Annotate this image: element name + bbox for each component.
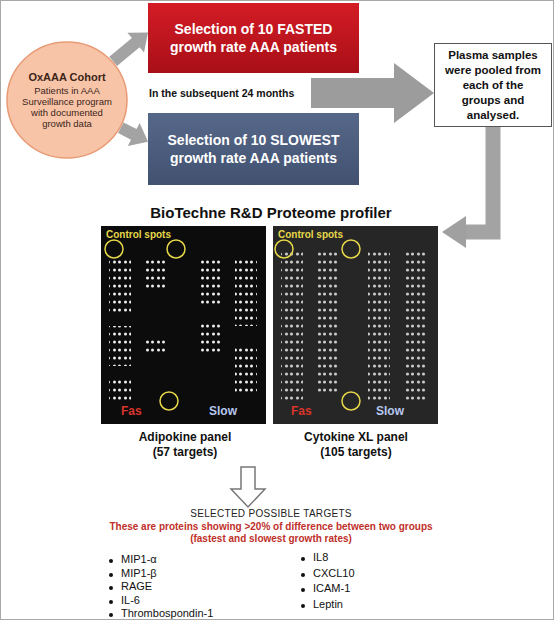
target-item: MIP1-α [107, 553, 157, 565]
array-panel: Control spotsFas SlowCytokine XL panel (1… [273, 226, 438, 476]
target-item: Leptin [299, 598, 343, 610]
target-item: IL-6 [107, 594, 140, 606]
cohort-circle: OxAAA CohortPatients in AAA Surveillance… [6, 41, 128, 159]
circle-shape [7, 42, 127, 158]
bent-arrow-shaft [466, 127, 493, 232]
spot-column [368, 251, 390, 401]
control-circle [275, 240, 293, 258]
array-background [273, 226, 438, 424]
node-text: Control spots [278, 229, 343, 240]
array-image [273, 226, 438, 424]
spot-column [109, 376, 131, 401]
target-item: IL8 [299, 551, 328, 563]
spot-column [317, 251, 339, 396]
node-text: Patients in AAA Surveillance program wit… [20, 85, 114, 129]
text-label: BioTechne R&D Proteome profiler [101, 204, 441, 221]
spot-column [235, 256, 257, 326]
target-item: MIP1-β [107, 567, 157, 579]
node-text: Fas [121, 404, 142, 418]
text-label: These are proteins showing >20% of diffe… [101, 521, 441, 545]
connector-arrow [442, 127, 493, 248]
node-text: Selection of 10 SLOWEST growth rate AAA … [162, 131, 345, 167]
target-item: CXCL10 [299, 567, 355, 579]
block-arrow [109, 32, 148, 66]
array-background [101, 226, 266, 424]
spot-column [145, 336, 167, 356]
control-circle [105, 240, 123, 258]
target-item: Thrombospondin-1 [107, 607, 213, 619]
node-text: Cytokine XL panel (105 targets) [299, 430, 413, 460]
node-text: Adipokine panel (57 targets) [135, 430, 235, 460]
block-arrow [118, 122, 148, 146]
target-item: ICAM-1 [299, 582, 350, 594]
spot-column [145, 256, 167, 291]
node-text: Plasma samples were pooled from each of … [442, 48, 544, 123]
node-text: Fas [291, 404, 312, 418]
control-circle [342, 392, 360, 410]
node-text: Selection of 10 FASTED growth rate AAA p… [162, 20, 345, 56]
spot-column [109, 256, 131, 316]
array-panel: Control spotsFas SlowAdipokine panel (57 … [101, 226, 266, 476]
array-image [101, 226, 266, 424]
node-text: OxAAA Cohort [28, 71, 105, 83]
control-circle [342, 240, 360, 258]
spot-column [235, 346, 257, 396]
arrow-head [442, 216, 466, 248]
slow-group-box: Selection of 10 SLOWEST growth rate AAA … [148, 113, 359, 185]
connector-arrow [118, 122, 148, 146]
target-item: RAGE [107, 580, 152, 592]
spot-column [109, 326, 131, 366]
node-text: Slow [376, 404, 404, 418]
node-text: Control spots [106, 229, 171, 240]
spot-column [281, 251, 303, 401]
connector-arrow [109, 32, 148, 66]
control-circle [167, 240, 185, 258]
node-text: Slow [209, 404, 237, 418]
fast-group-box: Selection of 10 FASTED growth rate AAA p… [148, 3, 359, 73]
down-arrow-shape [231, 467, 265, 507]
spot-column [199, 321, 221, 356]
spot-column [199, 256, 221, 306]
text-label: SELECTED POSSIBLE TARGETS [101, 508, 441, 519]
plasma-box: Plasma samples were pooled from each of … [434, 43, 552, 127]
text-label: In the subsequent 24 months [149, 87, 294, 99]
spot-column [403, 251, 425, 401]
control-circle [160, 392, 178, 410]
